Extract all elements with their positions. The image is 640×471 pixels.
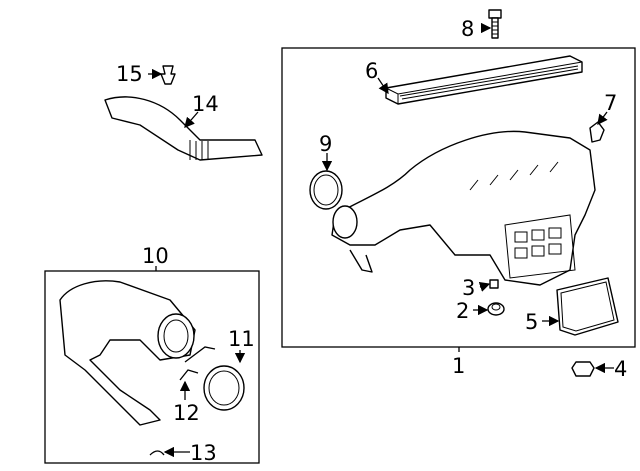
callout-10: 10 bbox=[142, 244, 169, 268]
grommet-part-3 bbox=[489, 279, 499, 289]
air-filter-part-6 bbox=[385, 55, 583, 105]
leader-lines bbox=[148, 22, 614, 458]
intake-duct-part-14 bbox=[104, 96, 263, 161]
callout-7: 7 bbox=[604, 91, 617, 115]
callout-9: 9 bbox=[319, 132, 332, 156]
callout-1: 1 bbox=[452, 354, 465, 378]
callout-5: 5 bbox=[525, 310, 538, 334]
callout-4: 4 bbox=[614, 357, 627, 381]
callout-8: 8 bbox=[461, 17, 474, 41]
clip-part-15 bbox=[160, 65, 176, 85]
callout-14: 14 bbox=[192, 92, 219, 116]
seal-ring-part-9 bbox=[309, 170, 343, 210]
sensor-part-7 bbox=[589, 121, 605, 143]
callout-6: 6 bbox=[365, 59, 378, 83]
clamp-part-11 bbox=[203, 365, 245, 411]
nut-part-4 bbox=[571, 361, 595, 377]
callout-3: 3 bbox=[462, 276, 475, 300]
wire-part-12 bbox=[179, 346, 216, 381]
callout-13: 13 bbox=[190, 441, 217, 465]
air-cleaner-housing-part-1 bbox=[331, 130, 596, 286]
callout-11: 11 bbox=[228, 327, 255, 351]
bolt-part-8 bbox=[488, 9, 502, 39]
callout-12: 12 bbox=[173, 401, 200, 425]
callout-15: 15 bbox=[116, 62, 143, 86]
grommet-part-2 bbox=[487, 302, 505, 316]
callout-2: 2 bbox=[456, 299, 469, 323]
intake-duct-part-10 bbox=[59, 280, 196, 426]
intake-duct-assembly-box bbox=[44, 270, 260, 464]
clip-part-13 bbox=[149, 450, 165, 456]
gasket-part-5 bbox=[556, 277, 619, 336]
